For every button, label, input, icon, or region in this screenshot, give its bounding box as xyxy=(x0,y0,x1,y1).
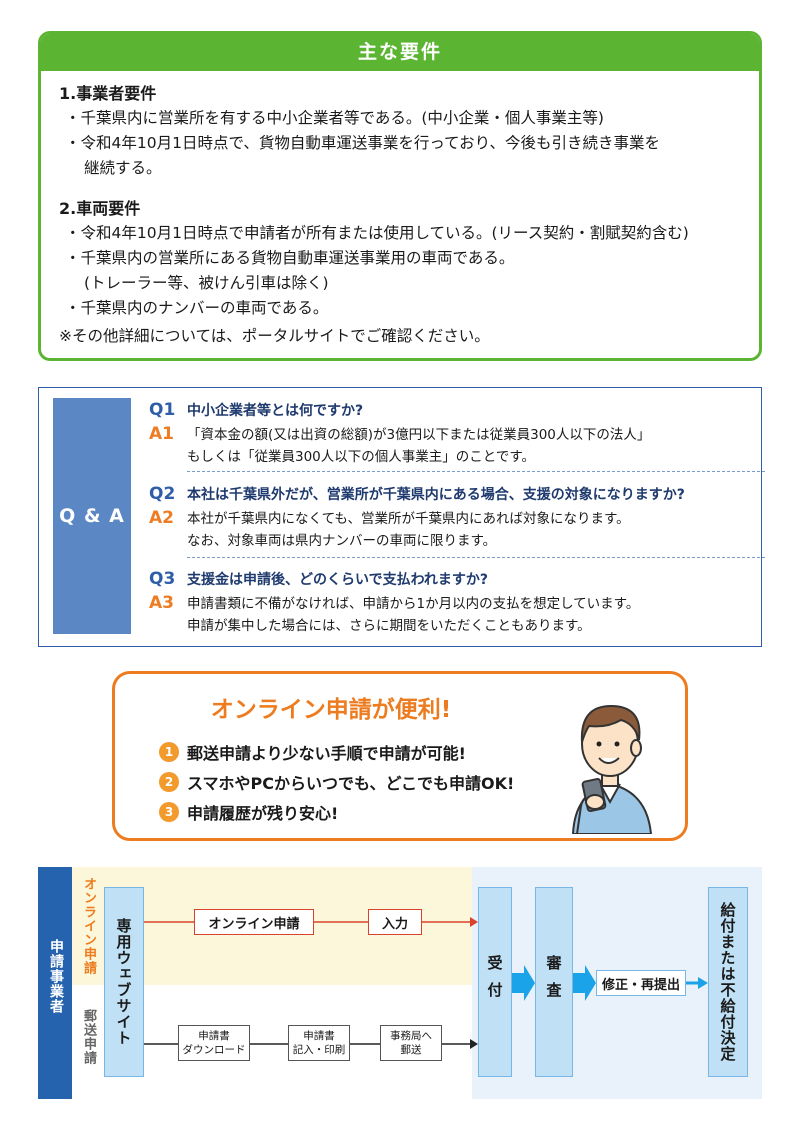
perk-text: 郵送申請より少ない手順で申請が可能! xyxy=(187,744,466,763)
requirements-title: 主な要件 xyxy=(41,34,759,71)
number-badge: 2 xyxy=(159,772,179,792)
decision-box: 給付または不給付決定 xyxy=(708,887,748,1077)
qa-panel: Q & A Q1 中小企業者等とは何ですか? A1 「資本金の額(又は出資の総額… xyxy=(38,387,765,647)
business-requirements-heading: 1.事業者要件 xyxy=(59,84,157,103)
perk-item: 2 スマホやPCからいつでも、どこでも申請OK! xyxy=(159,770,514,794)
requirement-item: ・千葉県内の営業所にある貨物自動車運送事業用の車両である。 xyxy=(65,249,515,267)
reception-box: 受付 xyxy=(478,887,512,1077)
download-form-step: 申請書ダウンロード xyxy=(178,1025,250,1061)
qa-item: Q2 本社は千葉県外だが、営業所が千葉県内にある場合、支援の対象になりますか? … xyxy=(149,484,729,552)
online-title: オンライン申請が便利! xyxy=(210,697,452,723)
question-number: Q2 xyxy=(149,484,176,504)
applicant-column: 申請事業者 xyxy=(38,867,72,1099)
online-apply-step: オンライン申請 xyxy=(194,909,314,935)
requirements-panel: 主な要件 1.事業者要件 ・千葉県内に営業所を有する中小企業者等である。(中小企… xyxy=(38,31,762,361)
requirement-item: ・千葉県内に営業所を有する中小企業者等である。(中小企業・個人事業主等) xyxy=(65,109,604,127)
perk-text: スマホやPCからいつでも、どこでも申請OK! xyxy=(187,774,515,793)
answer-line: 本社が千葉県内になくても、営業所が千葉県内にあれば対象になります。 xyxy=(187,511,630,527)
requirement-item-continued: (トレーラー等、被けん引車は除く) xyxy=(84,274,329,292)
fill-print-form-step: 申請書記入・印刷 xyxy=(288,1025,350,1061)
question-number: Q1 xyxy=(149,400,176,420)
question-text: 中小企業者等とは何ですか? xyxy=(187,403,364,419)
application-flow-diagram: 申請事業者 オンライン申請 郵送申請 専用ウェブサイト オンライン申請 入力 申… xyxy=(38,867,762,1099)
details-note: ※その他詳細については、ポータルサイトでご確認ください。 xyxy=(59,327,490,345)
online-route-label: オンライン申請 xyxy=(81,877,96,975)
answer-number: A2 xyxy=(149,508,174,528)
vehicle-requirements-heading: 2.車両要件 xyxy=(59,199,141,218)
review-box: 審査 xyxy=(535,887,573,1077)
question-number: Q3 xyxy=(149,569,176,589)
perk-item: 1 郵送申請より少ない手順で申請が可能! xyxy=(159,740,466,764)
requirement-item: ・令和4年10月1日時点で申請者が所有または使用している。(リース契約・割賦契約… xyxy=(65,224,689,242)
dedicated-website-box: 専用ウェブサイト xyxy=(104,887,144,1077)
qa-item: Q1 中小企業者等とは何ですか? A1 「資本金の額(又は出資の総額)が3億円以… xyxy=(149,400,729,468)
online-application-panel: オンライン申請が便利! 1 郵送申請より少ない手順で申請が可能! 2 スマホやP… xyxy=(112,671,688,841)
qa-divider xyxy=(187,557,765,558)
question-text: 支援金は申請後、どのくらいで支払われますか? xyxy=(187,572,488,588)
answer-line: 「資本金の額(又は出資の総額)が3億円以下または従業員300人以下の法人」 xyxy=(187,427,651,443)
qa-divider xyxy=(187,471,765,472)
answer-line: もしくは「従業員300人以下の個人事業主」のことです。 xyxy=(187,449,536,465)
requirement-item: ・千葉県内のナンバーの車両である。 xyxy=(65,299,329,317)
requirement-item-continued: 継続する。 xyxy=(84,159,162,177)
question-text: 本社は千葉県外だが、営業所が千葉県内にある場合、支援の対象になりますか? xyxy=(187,487,685,503)
mail-to-office-step: 事務局へ郵送 xyxy=(380,1025,442,1061)
input-step: 入力 xyxy=(368,909,422,935)
answer-line: 申請が集中した場合には、さらに期間をいただくこともあります。 xyxy=(187,618,591,634)
number-badge: 1 xyxy=(159,742,179,762)
answer-number: A1 xyxy=(149,424,174,444)
qa-item: Q3 支援金は申請後、どのくらいで支払われますか? A3 申請書類に不備がなけれ… xyxy=(149,569,729,637)
correction-resubmit-step: 修正・再提出 xyxy=(596,970,686,996)
answer-line: 申請書類に不備がなければ、申請から1か月以内の支払を想定しています。 xyxy=(187,596,640,612)
answer-line: なお、対象車両は県内ナンバーの車両に限ります。 xyxy=(187,533,497,549)
mail-route-label: 郵送申請 xyxy=(81,1009,96,1065)
answer-number: A3 xyxy=(149,593,174,613)
perk-item: 3 申請履歴が残り安心! xyxy=(159,800,338,824)
applicant-label: 申請事業者 xyxy=(48,939,64,1014)
requirement-item: ・令和4年10月1日時点で、貨物自動車運送事業を行っており、今後も引き続き事業を xyxy=(65,134,660,152)
perk-text: 申請履歴が残り安心! xyxy=(187,804,339,823)
qa-label: Q & A xyxy=(53,398,131,634)
man-with-smartphone-illustration xyxy=(571,704,653,834)
number-badge: 3 xyxy=(159,802,179,822)
